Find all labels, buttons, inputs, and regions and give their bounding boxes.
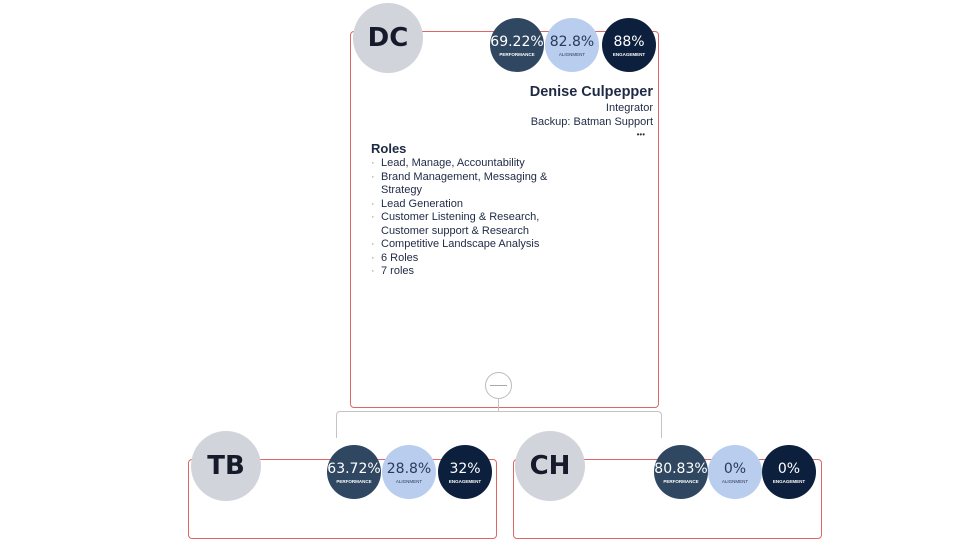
engagement-badge: 32%ENGAGEMENT bbox=[438, 445, 492, 499]
org-card-main[interactable]: Denise Culpepper Integrator Backup: Batm… bbox=[350, 31, 659, 408]
role-item: Competitive Landscape Analysis bbox=[371, 238, 571, 252]
role-item: Lead Generation bbox=[371, 198, 571, 212]
person-name[interactable]: Denise Culpepper bbox=[529, 84, 653, 100]
minus-icon bbox=[490, 385, 507, 386]
more-options-button[interactable]: ••• bbox=[636, 130, 645, 139]
connector-line bbox=[498, 398, 499, 411]
performance-badge: 80.83%PERFORMANCE bbox=[654, 445, 708, 499]
role-item: Brand Management, Messaging & Strategy bbox=[371, 171, 571, 198]
alignment-badge: 0%ALIGNMENT bbox=[708, 445, 762, 499]
collapse-button[interactable] bbox=[485, 372, 512, 399]
role-item: Lead, Manage, Accountability bbox=[371, 157, 571, 171]
engagement-badge: 88%ENGAGEMENT bbox=[602, 18, 656, 72]
person-backup: Backup: Batman Support bbox=[530, 116, 653, 128]
avatar: DC bbox=[353, 3, 423, 73]
alignment-badge: 28.8%ALIGNMENT bbox=[382, 445, 436, 499]
alignment-badge: 82.8%ALIGNMENT bbox=[545, 18, 599, 72]
roles-heading: Roles bbox=[371, 141, 407, 156]
avatar: TB bbox=[191, 431, 261, 501]
performance-badge: 63.72%PERFORMANCE bbox=[327, 445, 381, 499]
person-title: Integrator bbox=[605, 102, 653, 114]
role-item: 6 Roles bbox=[371, 252, 571, 266]
connector-line bbox=[336, 411, 662, 438]
role-item: 7 roles bbox=[371, 265, 571, 279]
engagement-badge: 0%ENGAGEMENT bbox=[762, 445, 816, 499]
performance-badge: 69.22%PERFORMANCE bbox=[490, 18, 544, 72]
role-item: Customer Listening & Research, Customer … bbox=[371, 211, 571, 238]
avatar: CH bbox=[515, 431, 585, 501]
